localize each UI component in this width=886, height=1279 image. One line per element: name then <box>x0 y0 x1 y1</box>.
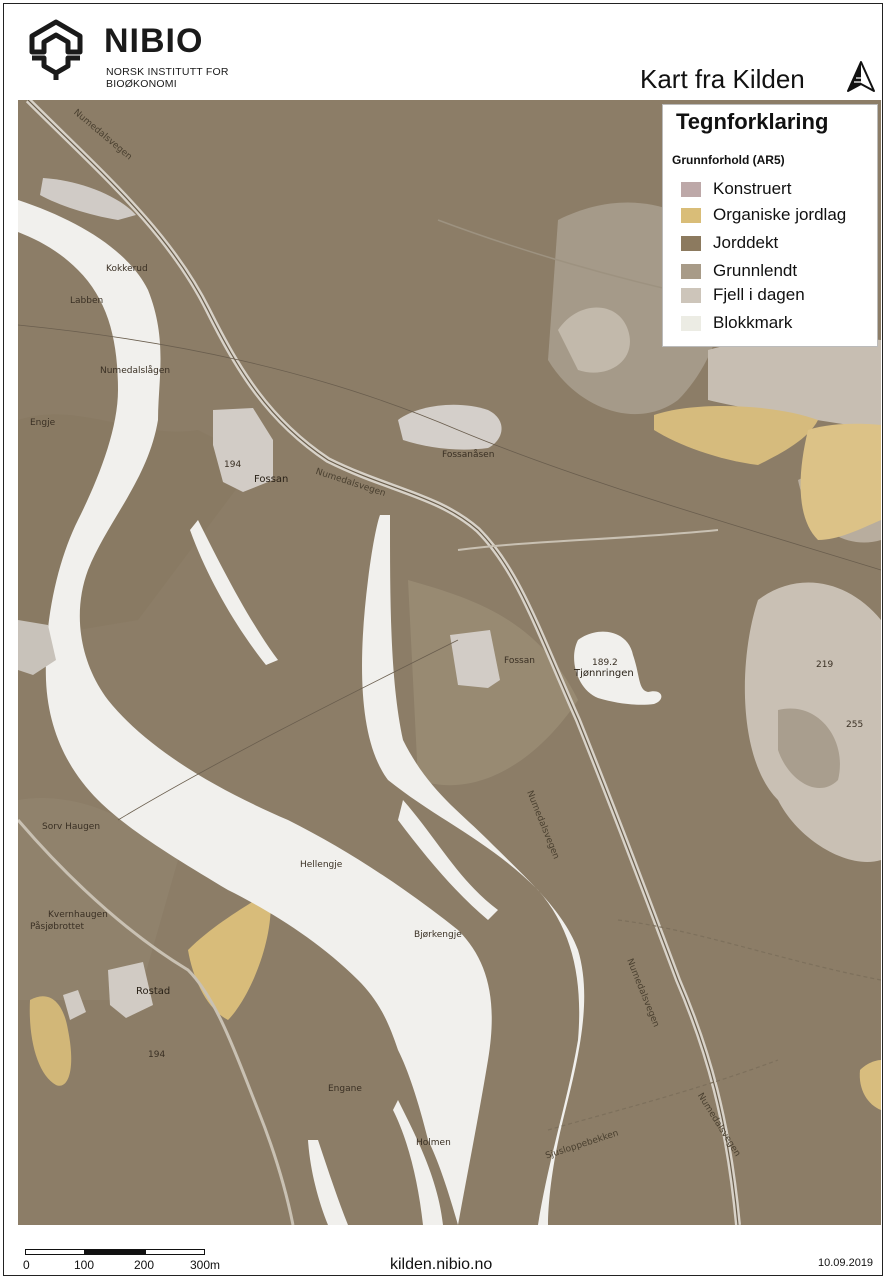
legend-label: Fjell i dagen <box>713 285 805 304</box>
label-hellengje: Hellengje <box>300 860 343 870</box>
label-sorv-haugen: Sorv Haugen <box>42 822 101 832</box>
scale-segment <box>145 1249 205 1255</box>
label-fossan-east: Fossan <box>504 656 535 666</box>
label-tjonnringen-elevation: 189.2 <box>592 658 618 668</box>
scale-label-300m: 300m <box>190 1258 221 1272</box>
label-holmen: Holmen <box>416 1138 451 1148</box>
scale-label-200: 200 <box>134 1258 155 1272</box>
nibio-logo-icon <box>29 19 83 80</box>
org-subtitle-line1: NORSK INSTITUTT FOR <box>106 66 229 78</box>
label-bjorkengje: Bjørkengje <box>414 930 462 940</box>
scale-segment <box>85 1249 145 1255</box>
label-elevation-219: 219 <box>816 660 834 670</box>
label-kokkerud: Kokkerud <box>106 264 148 274</box>
legend-label: Organiske jordlag <box>713 205 847 224</box>
org-subtitle-line2: BIOØKONOMI <box>106 78 177 90</box>
legend-swatch <box>681 288 701 303</box>
map-canvas[interactable]: Numedalsvegen Kokkerud Labben Numedalslå… <box>18 100 881 1225</box>
legend-label: Blokkmark <box>713 313 793 332</box>
legend-label: Jorddekt <box>713 233 779 252</box>
map-title: Kart fra Kilden <box>640 64 805 94</box>
legend-panel: Tegnforklaring Grunnforhold (AR5) Konstr… <box>662 104 878 347</box>
scale-label-0: 0 <box>23 1258 30 1272</box>
legend-swatch <box>681 316 701 331</box>
label-fossanasen: Fossanåsen <box>442 450 495 460</box>
label-elevation-194-a: 194 <box>224 460 242 470</box>
label-engane: Engane <box>328 1084 362 1094</box>
label-labben: Labben <box>70 296 104 306</box>
label-tjonnringen: Tjønnringen <box>574 668 634 679</box>
scale-segment <box>25 1249 85 1255</box>
label-engje: Engje <box>30 418 56 428</box>
scale-bar <box>25 1249 205 1255</box>
org-subtitle: NORSK INSTITUTT FOR BIOØKONOMI <box>106 66 266 90</box>
footer-url: kilden.nibio.no <box>390 1256 493 1273</box>
legend-label: Grunnlendt <box>713 261 798 280</box>
label-elevation-255: 255 <box>846 720 864 730</box>
label-rostad: Rostad <box>136 986 171 997</box>
legend-swatch <box>681 208 701 223</box>
legend-swatch <box>681 182 701 197</box>
label-pasjobrottet: Påsjøbrottet <box>30 922 85 932</box>
label-numedalslagen: Numedalslågen <box>100 366 171 376</box>
scale-label-100: 100 <box>74 1258 95 1272</box>
legend-swatch <box>681 236 701 251</box>
legend-subtitle: Grunnforhold (AR5) <box>672 153 785 167</box>
legend-swatch <box>681 264 701 279</box>
label-kvernhaugen: Kvernhaugen <box>48 910 108 920</box>
org-name: NIBIO <box>104 22 204 60</box>
footer-date: 10.09.2019 <box>818 1257 874 1269</box>
map-graphic <box>18 100 881 1225</box>
legend-title: Tegnforklaring <box>676 109 829 134</box>
legend-label: Konstruert <box>713 179 792 198</box>
label-fossan-west: Fossan <box>254 474 289 485</box>
north-arrow-icon <box>847 61 875 92</box>
label-elevation-194-b: 194 <box>148 1050 166 1060</box>
